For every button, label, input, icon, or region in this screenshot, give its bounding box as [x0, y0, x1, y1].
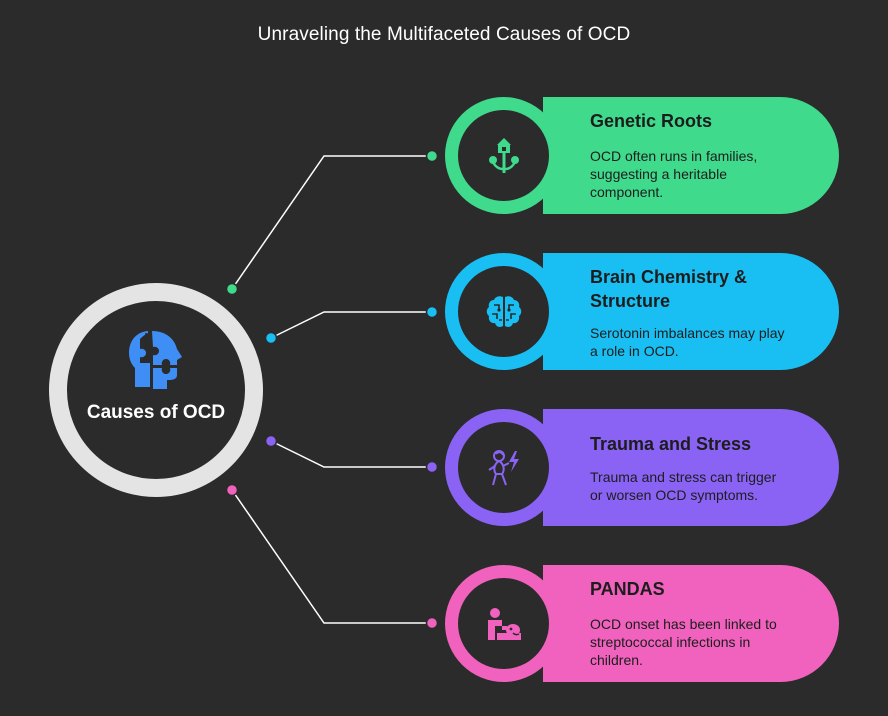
- connector-trauma: [270, 440, 432, 468]
- cause-card-genetic-roots: [543, 97, 839, 214]
- sick-child-icon: [488, 608, 521, 640]
- cause-title-genetic-roots: Genetic Roots: [590, 111, 713, 131]
- diagram-title: Unraveling the Multifaceted Causes of OC…: [257, 24, 631, 45]
- dot-pandas-outer: [425, 616, 439, 630]
- cause-icon-ring-brain: [445, 253, 562, 370]
- connector-genetic: [231, 155, 432, 290]
- cause-title-pandas: PANDAS: [590, 579, 665, 599]
- connector-pandas: [231, 489, 432, 624]
- dot-trauma-inner: [264, 434, 278, 448]
- dot-brain-inner: [264, 331, 278, 345]
- cause-card-brain-chemistry: [543, 253, 839, 370]
- dot-genetic-outer: [425, 149, 439, 163]
- brain-icon: [486, 296, 522, 327]
- cause-description-pandas: OCD onset has been linked to streptococc…: [590, 616, 777, 668]
- cause-title-trauma-stress: Trauma and Stress: [590, 434, 752, 454]
- dot-trauma-outer: [425, 460, 439, 474]
- cause-icon-ring-pandas: [445, 565, 562, 682]
- cause-card-trauma-stress: [543, 409, 839, 526]
- cause-title-brain-chemistry: Brain Chemistry & Structure: [590, 267, 748, 311]
- dot-pandas-inner: [225, 483, 239, 497]
- stressed-person-icon: [488, 450, 519, 486]
- cause-description-brain-chemistry: Serotonin imbalances may play a role in …: [590, 325, 785, 359]
- dot-genetic-inner: [225, 282, 239, 296]
- family-tree-icon: [489, 138, 519, 173]
- connector-brain: [270, 311, 432, 339]
- cause-card-pandas: [543, 565, 839, 682]
- puzzle-head-icon: [129, 331, 182, 389]
- cause-description-genetic-roots: OCD often runs in families, suggesting a…: [590, 148, 758, 200]
- cause-icon-ring-genetic: [445, 97, 562, 214]
- center-hub-label: Causes of OCD: [86, 402, 226, 423]
- dot-brain-outer: [425, 305, 439, 319]
- cause-description-trauma-stress: Trauma and stress can trigger or worsen …: [590, 469, 777, 503]
- cause-icon-ring-trauma: [445, 409, 562, 526]
